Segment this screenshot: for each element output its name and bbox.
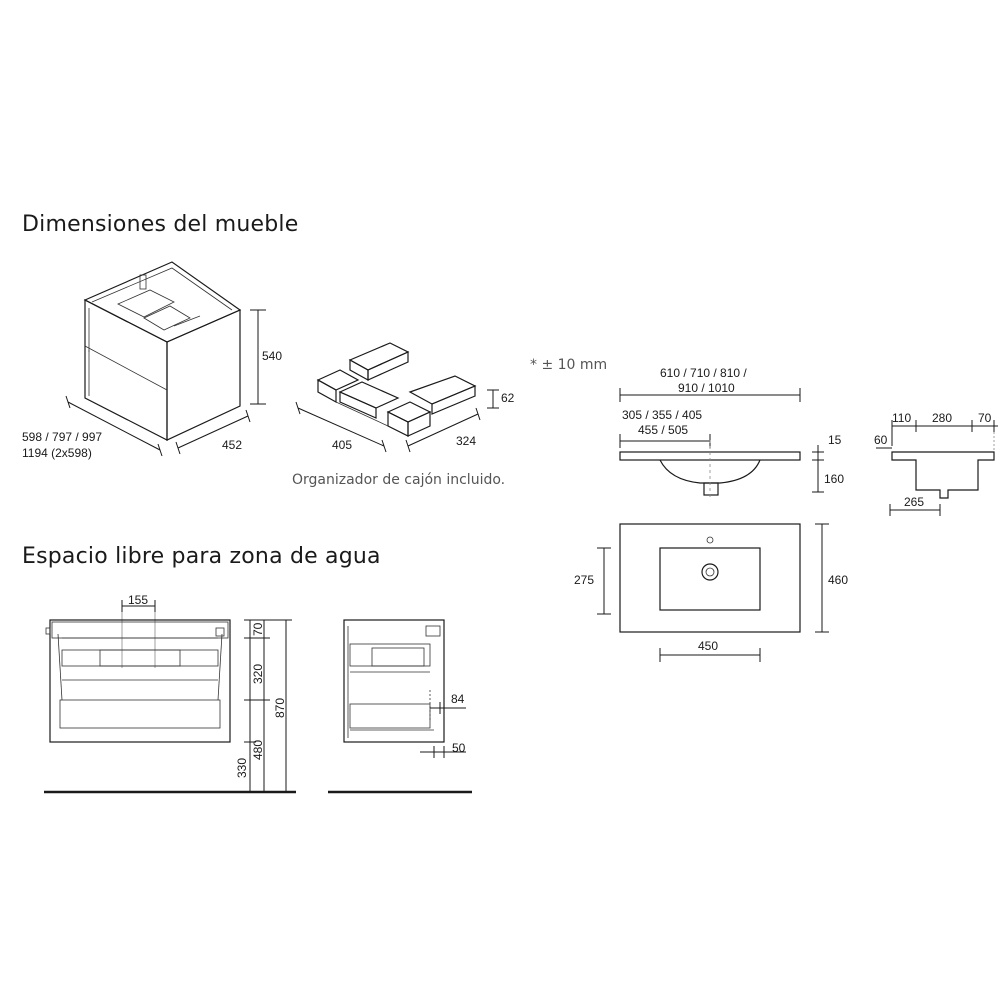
basin-bowl-depth: 160	[824, 472, 844, 486]
basin-total-width-2: 910 / 1010	[678, 381, 735, 395]
basin-top-view-drawing: 460 275 450	[574, 523, 848, 662]
profile-280: 280	[932, 411, 952, 425]
organizer-height-label: 62	[501, 391, 515, 405]
basin-total-width-1: 610 / 710 / 810 /	[660, 366, 747, 380]
organizer-depth-label: 324	[456, 434, 476, 448]
side-50: 50	[452, 741, 466, 755]
cabinet-drawing: 540 598 / 797 / 997 1194 (2x598) 452	[22, 261, 282, 460]
front-320: 320	[251, 664, 265, 684]
cabinet-width-label-2: 1194 (2x598)	[22, 446, 92, 460]
bowl-offset-label: 275	[574, 573, 594, 587]
organizer-drawing: 62 405 324	[295, 342, 515, 453]
heading-water-zone: Espacio libre para zona de agua	[22, 544, 381, 569]
front-330: 330	[235, 758, 249, 778]
basin-center-2: 455 / 505	[638, 423, 688, 437]
cabinet-width-label-1: 598 / 797 / 997	[22, 430, 102, 444]
bowl-width-label: 450	[698, 639, 718, 653]
front-view-drawing: 155 70 320 480 330 870	[44, 593, 296, 794]
side-84: 84	[451, 692, 465, 706]
siphon-width-label: 155	[128, 593, 148, 607]
basin-top-thickness: 15	[828, 433, 842, 447]
tolerance-note: * ± 10 mm	[530, 357, 608, 373]
front-870: 870	[273, 698, 287, 718]
basin-depth-label: 460	[828, 573, 848, 587]
front-70: 70	[251, 622, 265, 636]
profile-70: 70	[978, 411, 992, 425]
basin-profile-drawing: 110 280 70 60 265	[874, 411, 998, 516]
front-480: 480	[251, 740, 265, 760]
basin-center-1: 305 / 355 / 405	[622, 408, 702, 422]
profile-60: 60	[874, 433, 888, 447]
organizer-note: Organizador de cajón incluido.	[292, 472, 506, 488]
heading-furniture-dimensions: Dimensiones del mueble	[22, 212, 299, 237]
basin-section-drawing: 610 / 710 / 810 / 910 / 1010 305 / 355 /…	[619, 366, 844, 500]
cabinet-height-label: 540	[262, 349, 282, 363]
organizer-width-label: 405	[332, 438, 352, 452]
cabinet-depth-label: 452	[222, 438, 242, 452]
profile-265: 265	[904, 495, 924, 509]
profile-110: 110	[892, 411, 911, 425]
side-view-drawing: 84 50	[328, 619, 472, 794]
